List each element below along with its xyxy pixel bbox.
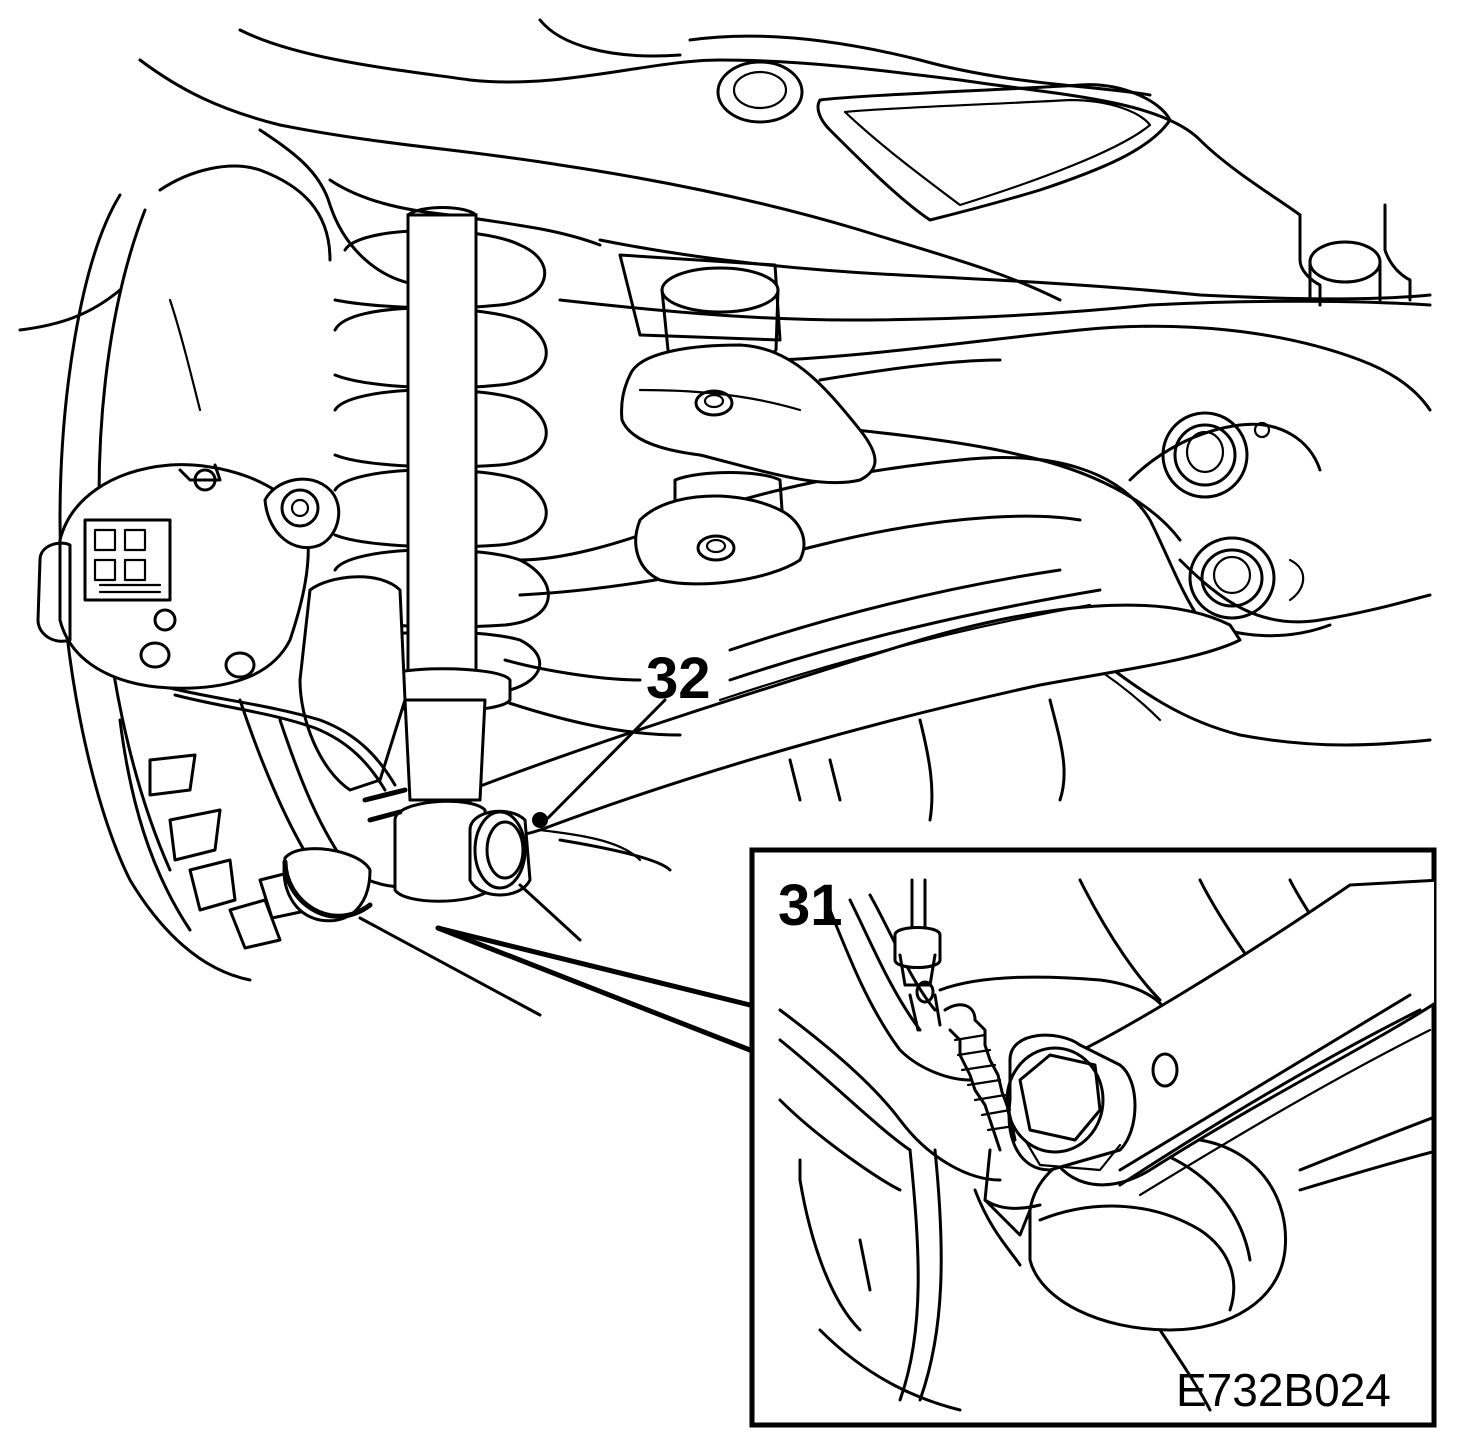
figure-code: E732B024 bbox=[1176, 1364, 1391, 1416]
callout-label-31: 31 bbox=[778, 873, 843, 938]
underbody-floor-pan bbox=[138, 18, 1432, 412]
subframe-bushing-lower bbox=[1188, 536, 1305, 620]
shock-absorber bbox=[378, 206, 512, 802]
leader-lines bbox=[435, 698, 753, 1053]
wheel-hub-knuckle bbox=[18, 164, 582, 1017]
detail-inset bbox=[749, 847, 1437, 1428]
leader-dot-32 bbox=[532, 812, 548, 828]
upper-arm-mount bbox=[618, 253, 1002, 586]
callout-label-32: 32 bbox=[646, 646, 711, 711]
lower-control-arm bbox=[468, 568, 1242, 872]
subframe-bushing-upper bbox=[1161, 411, 1271, 499]
